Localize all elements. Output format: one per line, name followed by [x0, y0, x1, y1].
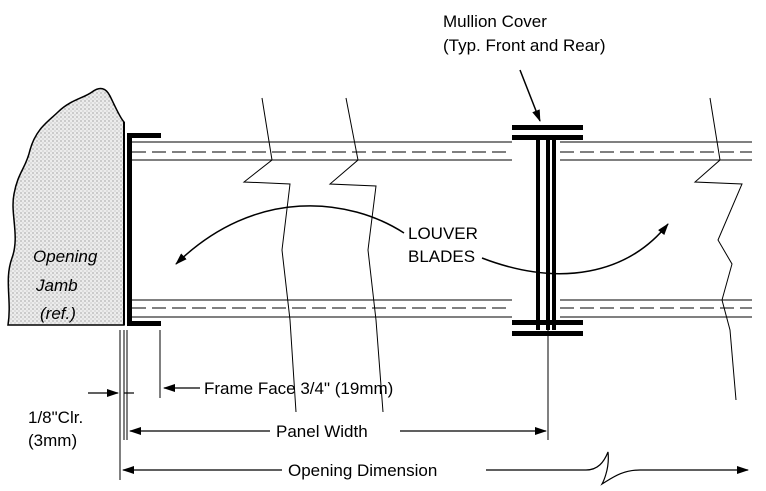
mullion-cover-label-line1: Mullion Cover	[443, 12, 547, 31]
opening-jamb	[7, 87, 125, 326]
panel-width-label: Panel Width	[276, 422, 368, 441]
clearance-label-line2: (3mm)	[28, 431, 77, 450]
frame-face-label: Frame Face 3/4" (19mm)	[204, 379, 393, 398]
mullion-cover-label-line2: (Typ. Front and Rear)	[443, 36, 606, 55]
louver-blades-label-line2: BLADES	[408, 247, 475, 266]
opening-jamb-label-line3: (ref.)	[40, 304, 76, 323]
louver-blade-leader-right	[481, 223, 669, 275]
mullion	[512, 125, 583, 336]
jamb-frame	[127, 133, 161, 326]
louver-blade-leader-left	[175, 205, 405, 265]
clearance-label-line1: 1/8"Clr.	[28, 408, 83, 427]
opening-jamb-label-line1: Opening	[33, 247, 98, 266]
break-lines	[242, 97, 743, 413]
mullion-cover-leader	[519, 69, 541, 122]
opening-dimension-line	[122, 451, 749, 486]
opening-dimension-label: Opening Dimension	[288, 461, 437, 480]
louver-blade-lines	[132, 141, 752, 318]
opening-jamb-label-line2: Jamb	[35, 276, 78, 295]
louver-blades-label-line1: LOUVER	[408, 224, 478, 243]
dimension-extension-lines	[119, 330, 549, 480]
